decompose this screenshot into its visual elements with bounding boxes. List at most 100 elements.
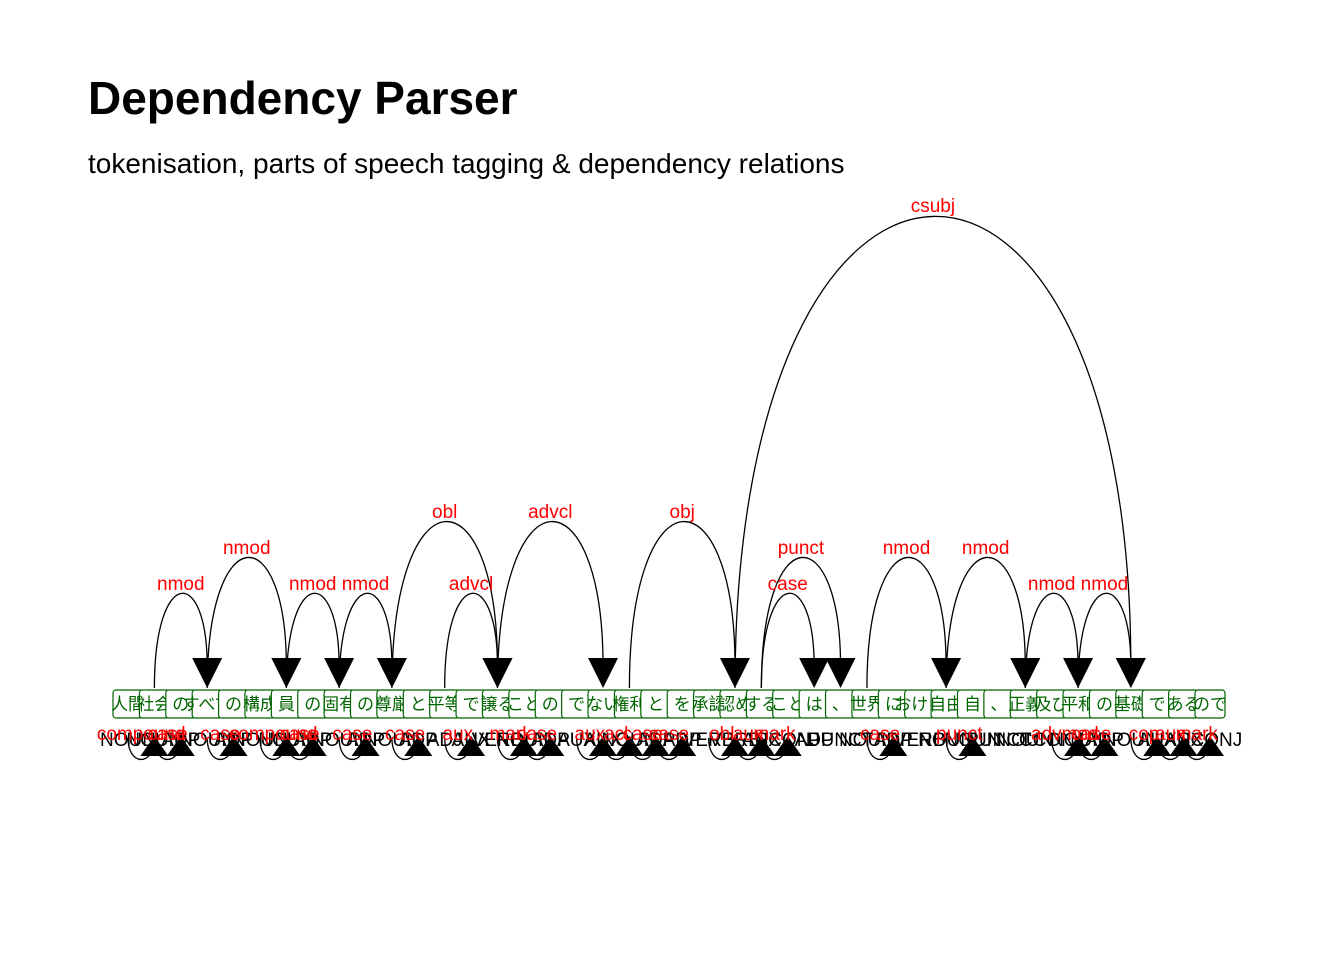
arc-arrowhead	[272, 736, 301, 756]
dependency-label: nmod	[962, 538, 1010, 559]
token-box: 自由	[929, 689, 963, 719]
dependency-label: mark	[1176, 724, 1219, 745]
dependency-label: case	[148, 724, 188, 745]
dependency-arc	[338, 592, 393, 689]
token-box: 員	[270, 689, 302, 719]
arc-arrowhead	[615, 736, 644, 756]
token-text: 社会	[137, 695, 171, 715]
token-text: する	[744, 695, 778, 715]
pos-tag: ADP	[795, 730, 834, 751]
token-box: 自	[956, 689, 989, 719]
pos-tag: AUX	[742, 730, 781, 751]
pos-tag: NOUN	[232, 730, 288, 751]
token-text: 権利	[612, 695, 646, 715]
token-box: 尊厳	[375, 689, 409, 719]
token-box: ある	[1167, 689, 1201, 719]
token-frame	[1194, 689, 1226, 719]
dependency-label: aux	[575, 724, 606, 745]
pos-tag: NOUN	[839, 730, 895, 751]
token-text: 尊厳	[375, 695, 409, 715]
token-box: の	[165, 689, 197, 719]
dependency-label: aux	[733, 724, 764, 745]
dependency-arc	[153, 592, 208, 689]
dependency-label: nmod	[342, 574, 390, 595]
dependency-label: obj	[670, 502, 695, 523]
arc-arrowhead	[799, 658, 830, 688]
token-text: 固有	[322, 695, 356, 715]
arc-arrowhead	[958, 736, 987, 756]
pos-tag: CCONJ	[1019, 730, 1084, 751]
pos-tag: NOUN	[496, 730, 552, 751]
pos-tag: NOUN	[179, 730, 235, 751]
token-text: 平等	[428, 695, 462, 715]
token-box: 人間	[111, 689, 145, 719]
dependency-label: compound	[97, 724, 186, 745]
token-text: で	[463, 695, 480, 715]
pos-tag: NOUN	[311, 730, 367, 751]
pos-tag: NOUN	[997, 730, 1053, 751]
pos-layer: NOUNNOUNADPNOUNADPNOUNNOUNADPNOUNADPNOUN…	[100, 730, 1242, 751]
pos-tag: ADP	[293, 730, 332, 751]
pos-tag: NOUN	[1050, 730, 1106, 751]
token-text: 構成	[243, 695, 277, 715]
dependency-arc	[496, 520, 604, 689]
dependency-label: nmod	[157, 574, 205, 595]
dependency-arc	[391, 520, 499, 689]
token-box: 平和	[1061, 689, 1095, 719]
arc-arrowhead	[536, 736, 565, 756]
dependency-label: cop	[1129, 724, 1160, 745]
token-box: は	[798, 689, 830, 719]
arc-arrowhead	[457, 736, 486, 756]
token-text: 平和	[1061, 695, 1095, 715]
token-box: で	[455, 689, 487, 719]
pos-tag: AUX	[452, 730, 491, 751]
token-text: と	[410, 695, 427, 715]
arc-arrowhead	[879, 736, 908, 756]
dependency-label: aux	[443, 724, 474, 745]
dependency-label: case	[279, 724, 319, 745]
token-box: に	[877, 689, 909, 719]
token-box: と	[402, 689, 434, 719]
arc-arrowhead	[298, 736, 327, 756]
token-text: 譲る	[480, 695, 514, 715]
pos-tag: VERB	[683, 730, 735, 751]
token-box: 正義	[1008, 689, 1042, 719]
token-box: の	[217, 689, 250, 719]
token-box: 承認	[692, 689, 726, 719]
token-box: 固有	[322, 689, 356, 719]
token-text: 、	[832, 695, 849, 715]
token-text: 承認	[692, 695, 726, 715]
arc-arrowhead	[825, 658, 856, 688]
token-box: ので	[1193, 689, 1227, 719]
dependency-label: advcl	[528, 502, 572, 523]
dependency-label: nmod	[1028, 574, 1076, 595]
page-title: Dependency Parser	[88, 72, 518, 124]
dependency-label: case	[1071, 724, 1111, 745]
pos-tag: AUX	[1138, 730, 1177, 751]
token-text: の	[1096, 695, 1113, 715]
dependency-label: case	[768, 574, 808, 595]
dependency-arc	[285, 592, 340, 689]
pos-tag: ADP	[161, 730, 200, 751]
token-text: 、	[990, 695, 1007, 715]
arc-arrowhead	[747, 736, 776, 756]
token-box: 、	[824, 689, 857, 719]
arc-arrowhead	[1115, 658, 1146, 688]
arc-arrowhead	[166, 736, 195, 756]
token-box: 認め	[718, 689, 752, 719]
token-box: で	[561, 689, 593, 719]
token-box: の	[297, 689, 329, 719]
pos-tag: NOUN	[258, 730, 314, 751]
pos-tag: NOUN	[601, 730, 657, 751]
dependency-label: mark	[490, 724, 533, 745]
pos-tag: ADP	[1085, 730, 1124, 751]
dependency-arc	[628, 520, 736, 689]
token-box: こと	[771, 689, 805, 719]
dependency-label: nmod	[883, 538, 931, 559]
arc-arrowhead	[589, 736, 618, 756]
token-box: 構成	[243, 689, 277, 719]
token-text: に	[885, 695, 902, 715]
arc-arrowhead	[219, 736, 248, 756]
pos-tag: ADP	[346, 730, 385, 751]
pos-tag: VERB	[472, 730, 524, 751]
